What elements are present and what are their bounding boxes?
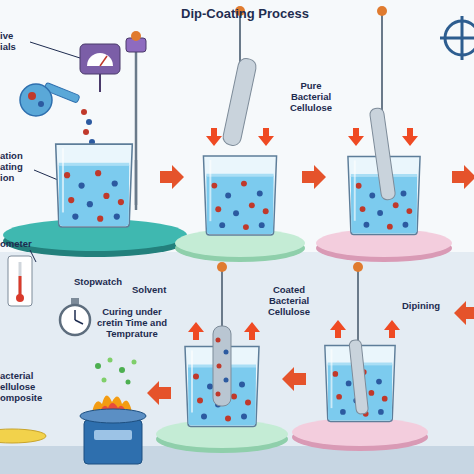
heat-arrow [402,128,418,146]
solvent-vapor [126,380,131,385]
coated-slide [213,326,231,406]
coating-particle [217,364,222,369]
substrate-label: Pure Bacterial Cellulose [280,80,342,113]
solvent-vapor [119,367,125,373]
holder-rod [221,268,223,330]
holder-knob [377,6,387,16]
flow-arrow [454,301,474,325]
leader-line [30,250,36,262]
background-band [0,252,474,474]
solvent-vapor [108,358,113,363]
stopwatch [60,305,90,335]
diagram-title: Dip-Coating Process [140,6,350,21]
dial-needle [100,56,107,66]
flow-arrow [160,165,184,189]
coated-label: Coated Bacterial Cellulose [260,284,318,317]
particle [81,109,87,115]
particle [38,101,44,107]
lift-arrow [244,322,260,340]
solvent-vapor [102,378,107,383]
bacterial-cellulose-slide [222,57,258,147]
curing-oven [84,420,142,464]
composite-label: acterial ellulose omposite [0,370,46,403]
stopwatch-hand [75,320,83,324]
solvent-vapor [95,363,101,369]
coating-particle [216,392,221,397]
stopwatch-label: Stopwatch [74,276,130,287]
holder-rod [381,12,383,112]
beaker [203,156,276,235]
flow-arrow [452,165,474,189]
solvent-vapor [132,360,137,365]
thermometer-label: ometer [0,238,40,249]
coating-particle [216,338,221,343]
heat-arrow [258,128,274,146]
thermometer-bulb [16,294,24,302]
lift-arrow [330,320,346,338]
stirrer-rod [135,160,138,210]
flow-arrow [282,367,306,391]
particle [83,129,89,135]
particle [86,119,92,125]
dipping-slide [349,340,369,415]
holder-knob [353,262,363,272]
thermometer-tube [19,262,22,296]
corner-icon-line [440,37,474,40]
lift-arrow [384,320,400,338]
leader-line [34,170,58,180]
meter-stand [99,74,101,92]
lift-arrow [188,322,204,340]
solvent-label: Solvent [132,284,180,295]
heat-arrow [348,128,364,146]
heat-arrow [206,128,222,146]
particle [28,92,36,100]
stirrer-knob [131,31,141,41]
flow-arrow [302,165,326,189]
step-label: Dipining [402,300,454,311]
plate [292,418,428,446]
curing-label: Curing under cretin Time and Temprature [96,306,168,339]
oven-top [80,409,146,423]
holder-rod [357,268,359,345]
flow-arrow [147,381,171,405]
coating-particle [224,378,229,383]
stopwatch-crown [71,298,79,304]
round-flask [20,84,52,116]
leader-line [30,42,80,58]
dial-face [87,53,113,66]
dial-meter [80,44,120,74]
coating-particle [224,350,229,355]
composite-disc [0,429,46,443]
bacterial-cellulose-slide [369,107,396,200]
thermometer [8,256,32,306]
material-label: ive ials [0,30,28,52]
stopwatch-hand [74,310,76,320]
holder-knob [217,262,227,272]
solution-label: ation ating ion [0,150,34,183]
thermometer-mercury [19,276,22,296]
oven-panel [94,430,132,440]
beaker [56,144,133,227]
